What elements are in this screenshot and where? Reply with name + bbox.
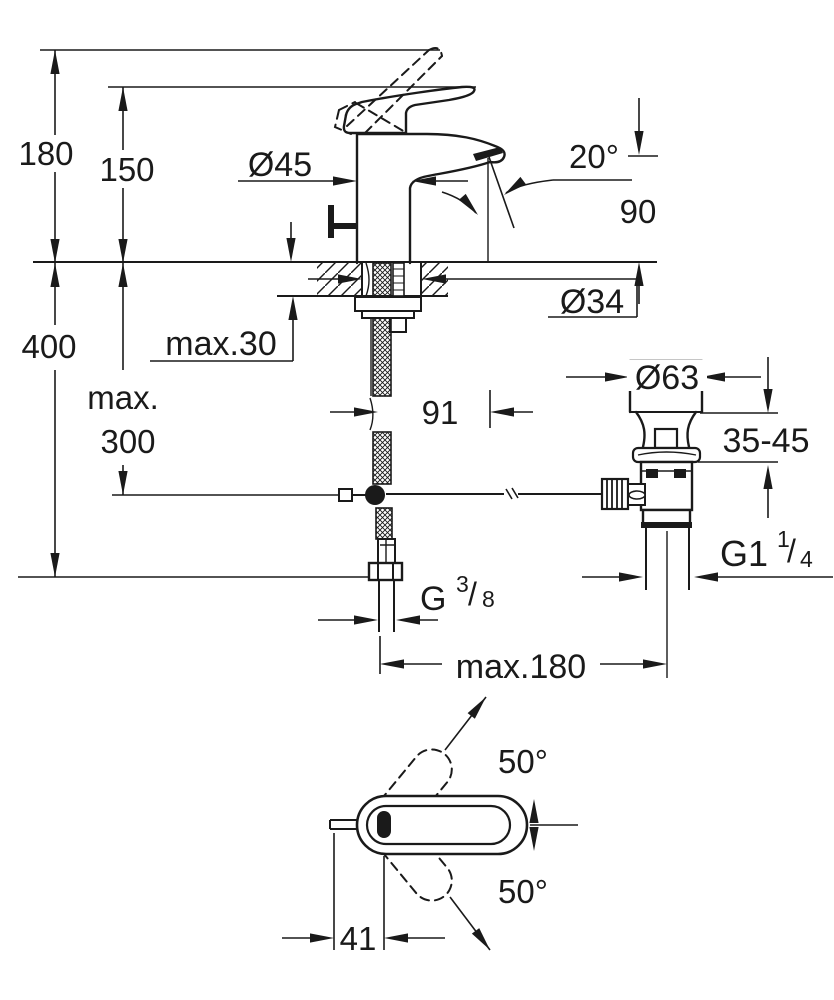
handle-logo-mark [377, 811, 391, 838]
label-waste-thread-base: G1 [720, 533, 768, 574]
label-waste-thread-slash: / [787, 533, 796, 569]
label-rod-max-2: 300 [100, 423, 155, 460]
label-clamp-range: 35-45 [723, 422, 810, 460]
reference-lines [18, 49, 657, 578]
label-spout-height: 90 [620, 193, 657, 230]
top-view [282, 694, 578, 953]
label-deck-max: max.30 [165, 325, 277, 363]
label-waste-thread-num: 1 [777, 526, 790, 552]
label-spout-reach: 91 [422, 394, 459, 431]
handle-top-view [355, 794, 529, 856]
pop-up-rod-knob [328, 205, 357, 238]
supply-hose-assembly [354, 262, 422, 632]
label-handle-pivot-offset: 41 [340, 920, 377, 957]
aerator [473, 147, 503, 161]
label-supply-thread-num: 3 [456, 571, 469, 597]
rod-clamp-knob [600, 477, 630, 511]
label-supply-thread-slash: / [468, 576, 477, 612]
waste-valve [600, 359, 704, 678]
mounting-nut [354, 296, 422, 312]
label-supply-thread-base: G [420, 580, 446, 618]
clamp-flange [631, 446, 702, 464]
hose-connector-nut [367, 561, 404, 582]
label-waste-diameter: Ø63 [635, 359, 699, 397]
pop-up-rod [338, 485, 602, 505]
label-handle-height: 150 [99, 151, 154, 188]
faucet-body [328, 132, 506, 265]
label-body-diameter: Ø45 [248, 146, 312, 184]
label-spout-angle: 20° [569, 138, 619, 175]
label-overall-height: 180 [18, 135, 73, 172]
spout-angle-construction [441, 156, 632, 262]
dimension-lines [50, 50, 833, 674]
label-rod-reach: max.180 [456, 648, 586, 686]
label-waste-thread-den: 4 [800, 546, 813, 572]
label-swing-lower: 50° [498, 873, 548, 910]
dimension-labels: 180 150 Ø45 20° 90 max.30 Ø34 400 max. 3… [18, 135, 813, 957]
label-hole-diameter: Ø34 [560, 283, 624, 321]
label-swing-upper: 50° [498, 743, 548, 780]
rod-stub-top-view [329, 819, 358, 830]
label-rod-max-1: max. [87, 379, 159, 416]
label-below-deck: 400 [21, 328, 76, 365]
rod-ball-joint [365, 485, 385, 505]
faucet-handle [342, 85, 476, 135]
label-supply-thread-den: 8 [482, 586, 495, 612]
